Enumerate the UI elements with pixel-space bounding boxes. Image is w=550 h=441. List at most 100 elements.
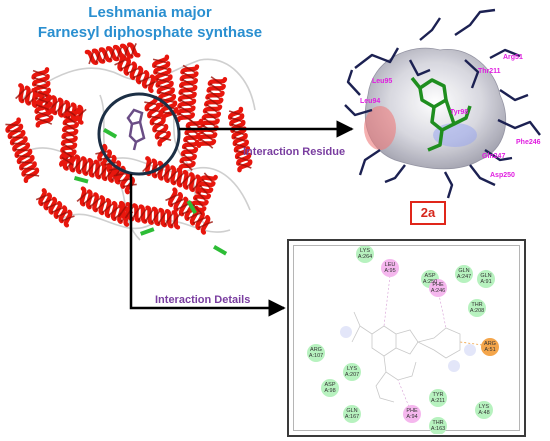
solvent-accessibility-dot xyxy=(448,360,460,372)
zoom-residue-label: Gln247 xyxy=(482,153,505,160)
zoom-residue-label: Tyr98 xyxy=(450,109,468,116)
residue-disc xyxy=(468,299,486,317)
residue-number: A:98 xyxy=(324,388,336,394)
residue-stick xyxy=(464,59,480,89)
protein-sheet xyxy=(140,227,155,236)
residue-name: ARG xyxy=(310,347,322,353)
residue-name: GLN xyxy=(346,408,358,414)
residue-name: LEU xyxy=(384,262,396,268)
protein-helix xyxy=(196,76,228,149)
zoom-ligand xyxy=(410,76,472,152)
residue-number: A:207 xyxy=(344,372,360,378)
protein-helix xyxy=(152,54,179,121)
residue-disc xyxy=(343,405,361,423)
protein-helix xyxy=(165,187,214,235)
zoom-binding-pocket: Arg51Leu95Thr211Phe246Gln247Asp250Leu94T… xyxy=(344,8,541,199)
zoom-residue-label: Asp250 xyxy=(490,172,515,179)
zoom-residue-label: Arg51 xyxy=(503,54,523,61)
interaction-2d-graphics xyxy=(307,246,499,434)
residue-stick xyxy=(469,164,496,187)
residue-disc xyxy=(356,246,374,263)
residue-stick xyxy=(346,69,361,96)
protein-helix xyxy=(35,188,75,228)
residue-stick xyxy=(419,17,441,41)
residue-disc xyxy=(455,265,473,283)
residue-name: THR xyxy=(471,302,483,308)
residue-number: A:94 xyxy=(406,414,418,420)
protein-ribbon-structure xyxy=(5,42,256,256)
residue-number: A:211 xyxy=(431,398,445,404)
protein-helix xyxy=(114,52,159,93)
residue-number: A:167 xyxy=(344,414,360,420)
residue-disc xyxy=(475,401,493,419)
residue-stick xyxy=(443,171,454,199)
solvent-accessibility-dot xyxy=(340,326,352,338)
residue-stick xyxy=(344,104,373,117)
protein-sheet xyxy=(73,176,89,184)
residue-stick xyxy=(499,89,529,102)
protein-helix xyxy=(31,67,54,128)
protein-sheet xyxy=(186,200,197,215)
title-line1: Leshmania major xyxy=(88,4,212,21)
residue-name: LYS xyxy=(479,404,489,410)
interaction-details-label: Interaction Details xyxy=(155,294,251,306)
residue-name: ASP xyxy=(324,382,336,388)
residue-disc xyxy=(429,279,447,297)
protein-helix xyxy=(178,118,204,171)
residue-number: A:250 xyxy=(422,279,438,285)
residue-stick xyxy=(384,164,406,184)
residue-number: A:107 xyxy=(308,353,324,359)
surface-acidic-patch xyxy=(364,106,396,150)
residue-name: PHE xyxy=(406,408,418,414)
binding-site-circle xyxy=(97,92,181,176)
residue-name: PHE xyxy=(432,282,444,288)
residue-name: TYR xyxy=(432,392,444,398)
residue-disc xyxy=(381,259,399,277)
residue-name: ASP xyxy=(424,273,436,279)
protein-helix xyxy=(58,108,81,167)
protein-sheet xyxy=(212,244,228,256)
residue-disc xyxy=(307,344,325,362)
residue-disc xyxy=(481,338,499,356)
residue-stick xyxy=(489,48,521,60)
residue-disc xyxy=(321,379,339,397)
residue-name: GLN xyxy=(458,268,470,274)
protein-helix xyxy=(76,186,134,227)
residue-stick xyxy=(454,8,496,36)
protein-helix xyxy=(175,64,200,123)
residue-stick xyxy=(497,118,541,136)
title-line2: Farnesyl diphosphate synthase xyxy=(37,24,263,41)
protein-helix xyxy=(188,172,218,216)
arrow-to-details xyxy=(129,174,286,317)
residue-name: GLN xyxy=(480,273,492,279)
zoom-residue-label: Phe246 xyxy=(516,139,541,146)
residue-number: A:247 xyxy=(456,274,472,280)
residue-stick xyxy=(358,149,381,176)
residue-stick xyxy=(484,149,513,162)
residue-name: ARG xyxy=(484,341,496,347)
zoom-residue-label: Thr211 xyxy=(478,68,501,75)
residue-number: A:51 xyxy=(484,347,496,353)
residue-number: A:95 xyxy=(384,268,396,274)
residue-number: A:91 xyxy=(480,279,492,285)
residue-number: A:246 xyxy=(430,288,446,294)
residue-stick xyxy=(354,47,400,69)
protein-sheet xyxy=(103,128,118,139)
protein-helix xyxy=(5,117,40,184)
